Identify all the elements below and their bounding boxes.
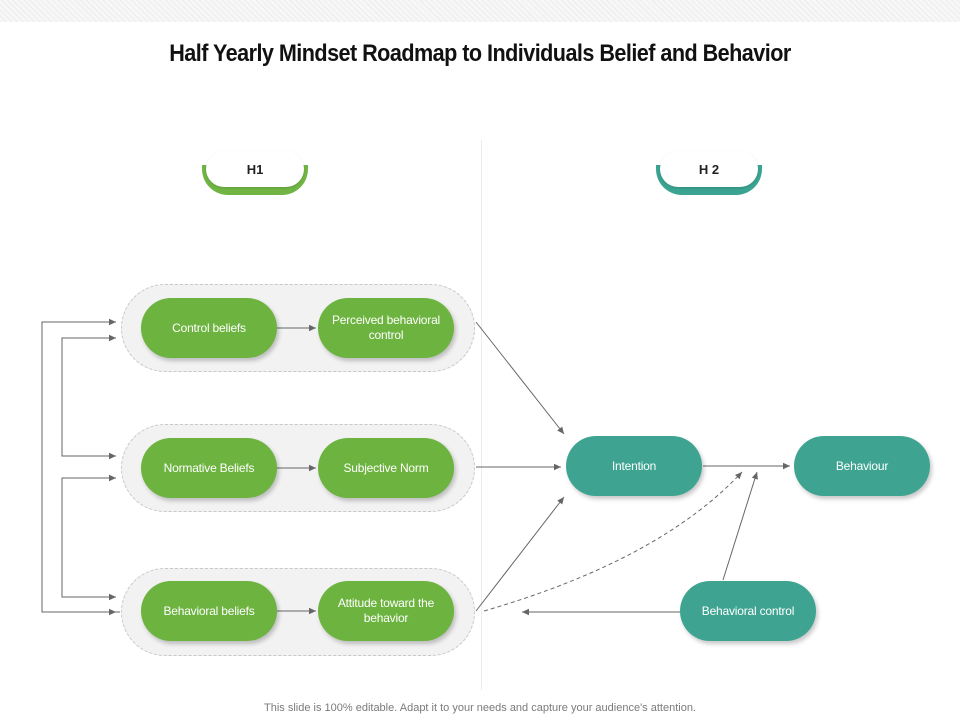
footer-note: This slide is 100% editable. Adapt it to… [264,702,696,714]
bracket-lower [61,477,116,601]
arrow-perceived-to-intention [475,321,565,435]
node-attitude-toward-behavior: Attitude toward the behavior [318,581,454,641]
tab-h2: H 2 [656,151,762,195]
node-perceived-behavioral-control: Perceived behavioral control [318,298,454,358]
node-behavioral-beliefs: Behavioral beliefs [141,581,277,641]
node-behavioral-control: Behavioral control [680,581,816,641]
tab-h2-label: H 2 [660,151,758,187]
page-title: Half Yearly Mindset Roadmap to Individua… [169,40,791,67]
dashed-arrow-to-intention [483,471,743,612]
node-normative-beliefs: Normative Beliefs [141,438,277,498]
tab-h1: H1 [202,151,308,195]
bracket-upper [61,337,116,460]
node-intention: Intention [566,436,702,496]
node-control-beliefs: Control beliefs [141,298,277,358]
bracket-outer [41,318,120,613]
center-divider [481,140,482,690]
top-decor-strip [0,0,960,22]
arrow-attitude-to-intention [475,496,565,612]
arrow-control-to-behaviour [722,471,758,581]
node-subjective-norm: Subjective Norm [318,438,454,498]
node-behaviour: Behaviour [794,436,930,496]
tab-h1-label: H1 [206,151,304,187]
